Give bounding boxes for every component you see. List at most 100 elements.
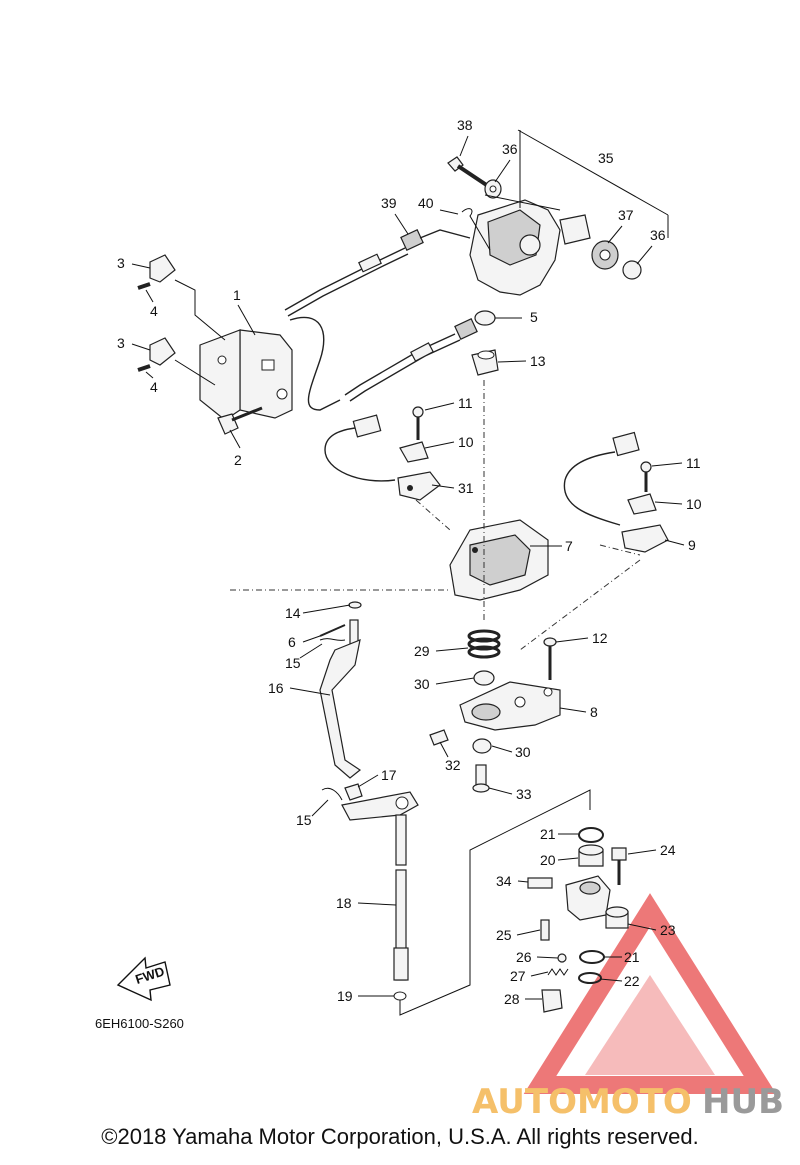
part-label-33: 33 bbox=[516, 786, 532, 802]
o-ring-19 bbox=[393, 991, 407, 1001]
part-label-7: 7 bbox=[565, 538, 573, 554]
circlip-22 bbox=[578, 972, 602, 984]
part-label-36b: 36 bbox=[650, 227, 666, 243]
plunger-34 bbox=[527, 877, 553, 889]
leader-line-38 bbox=[459, 135, 469, 157]
bolt-24 bbox=[611, 847, 627, 885]
part-label-6: 6 bbox=[288, 634, 296, 650]
part-label-15b: 15 bbox=[296, 812, 312, 828]
part-label-13: 13 bbox=[530, 353, 546, 369]
leader-line-10b bbox=[654, 501, 683, 505]
cotter-15a bbox=[319, 638, 346, 641]
bushing-37 bbox=[591, 240, 619, 270]
leader-line-33 bbox=[488, 787, 513, 795]
leader-line-32 bbox=[439, 741, 449, 758]
part-labels: 1233445678910101111121314151516171819202… bbox=[117, 117, 702, 1007]
part-label-26: 26 bbox=[516, 949, 532, 965]
leader-line-16 bbox=[289, 687, 331, 696]
diagram-code: 6EH6100-S260 bbox=[95, 1016, 184, 1031]
part-label-34: 34 bbox=[496, 873, 512, 889]
leader-line-3b bbox=[131, 343, 151, 351]
leader-line-4b bbox=[145, 371, 154, 379]
part-label-4b: 4 bbox=[150, 379, 158, 395]
part-label-18: 18 bbox=[336, 895, 352, 911]
spring-29 bbox=[467, 629, 501, 659]
leader-line-29 bbox=[435, 647, 469, 652]
part-label-37: 37 bbox=[618, 207, 634, 223]
part-label-17: 17 bbox=[381, 767, 397, 783]
leader-line-8 bbox=[559, 707, 587, 713]
bracket-10a bbox=[399, 441, 429, 463]
control-housing-35 bbox=[469, 199, 591, 296]
part-label-24: 24 bbox=[660, 842, 676, 858]
leader-line-11a bbox=[424, 402, 455, 411]
part-label-16: 16 bbox=[268, 680, 284, 696]
part-label-2: 2 bbox=[234, 452, 242, 468]
part-label-30a: 30 bbox=[414, 676, 430, 692]
leader-line-34 bbox=[517, 880, 529, 883]
bolt-2 bbox=[217, 406, 263, 435]
part-label-3b: 3 bbox=[117, 335, 125, 351]
part-label-40: 40 bbox=[418, 195, 434, 211]
switch-9 bbox=[563, 431, 669, 553]
bolt-12 bbox=[543, 637, 557, 680]
part-label-8: 8 bbox=[590, 704, 598, 720]
leader-line-11b bbox=[651, 462, 683, 467]
leader-line-40 bbox=[439, 209, 459, 215]
leader-line-6 bbox=[302, 635, 321, 643]
leader-line-27 bbox=[530, 971, 549, 977]
part-label-30b: 30 bbox=[515, 744, 531, 760]
washer-14 bbox=[348, 601, 362, 609]
part-label-38: 38 bbox=[457, 117, 473, 133]
rod-18 bbox=[393, 814, 409, 981]
collar-23 bbox=[605, 906, 629, 929]
part-label-10a: 10 bbox=[458, 434, 474, 450]
pin-6 bbox=[319, 624, 346, 637]
spring-27 bbox=[547, 968, 569, 976]
part-label-15a: 15 bbox=[285, 655, 301, 671]
leader-line-31 bbox=[431, 484, 455, 489]
shift-housing bbox=[565, 875, 611, 921]
part-label-29: 29 bbox=[414, 643, 430, 659]
watermark-left: AUTOMOTO bbox=[472, 1082, 692, 1120]
screw-4b bbox=[137, 364, 151, 372]
bracket-10b bbox=[627, 493, 657, 515]
part-label-19: 19 bbox=[337, 988, 353, 1004]
switch-31 bbox=[324, 414, 441, 501]
bushing-36a bbox=[484, 179, 502, 199]
o-ring-21a bbox=[578, 827, 604, 843]
part-label-36a: 36 bbox=[502, 141, 518, 157]
nut-17 bbox=[344, 783, 363, 801]
part-label-3a: 3 bbox=[117, 255, 125, 271]
screw-11a bbox=[412, 406, 424, 440]
ball-26 bbox=[557, 953, 567, 963]
bushing-30b bbox=[472, 738, 492, 754]
leader-line-10a bbox=[424, 441, 455, 449]
fwd-arrow-icon bbox=[116, 956, 171, 1002]
leader-line-22 bbox=[599, 978, 623, 982]
leader-line-14 bbox=[302, 604, 351, 614]
part-label-22: 22 bbox=[624, 973, 640, 989]
connector-13 bbox=[471, 349, 499, 376]
part-label-32: 32 bbox=[445, 757, 461, 773]
cable-39 bbox=[284, 229, 471, 411]
cotter-15b bbox=[321, 787, 343, 801]
part-label-10b: 10 bbox=[686, 496, 702, 512]
screw-32 bbox=[429, 729, 449, 746]
part-label-4a: 4 bbox=[150, 303, 158, 319]
watermark-logo bbox=[523, 893, 777, 1094]
part-label-31: 31 bbox=[458, 480, 474, 496]
leader-line-1 bbox=[237, 304, 256, 336]
leader-line-13 bbox=[497, 360, 527, 363]
lever-arm bbox=[341, 791, 419, 821]
leader-line-15a bbox=[299, 643, 323, 659]
leader-line-2 bbox=[229, 429, 241, 449]
leader-line-20 bbox=[557, 857, 579, 861]
bushing-30a bbox=[473, 670, 495, 686]
leader-line-4a bbox=[145, 289, 154, 303]
part-label-39: 39 bbox=[381, 195, 397, 211]
housing-7 bbox=[449, 519, 549, 601]
leader-line-12 bbox=[555, 637, 589, 643]
clip-3b bbox=[149, 337, 176, 366]
pin-25 bbox=[540, 919, 550, 941]
